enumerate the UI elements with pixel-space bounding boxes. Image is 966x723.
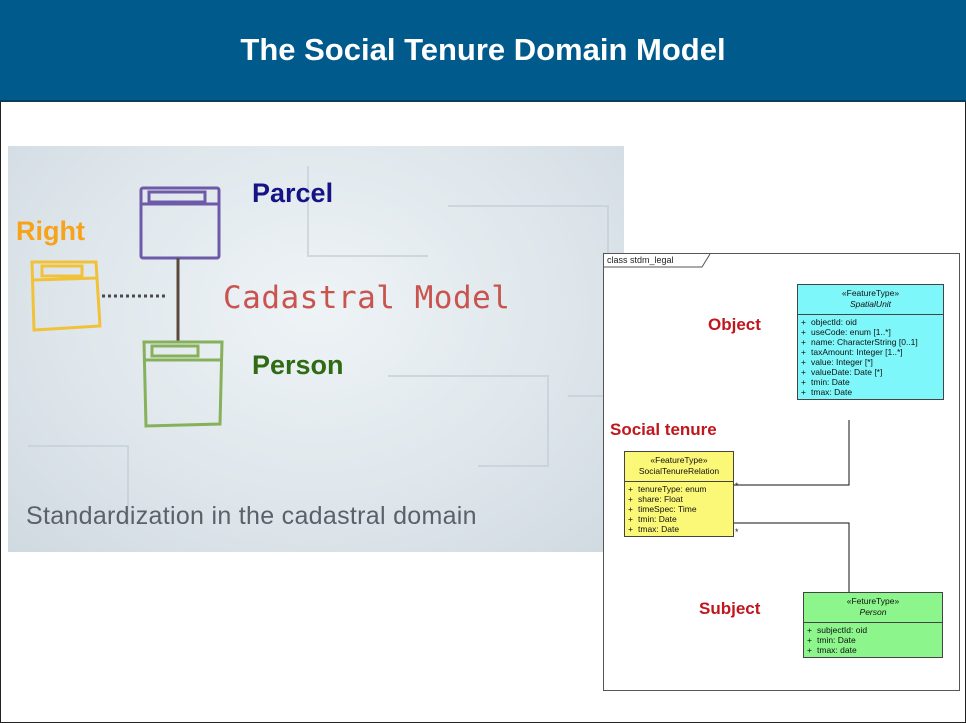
person-label: Person xyxy=(252,350,344,380)
role-social-tenure-label: Social tenure xyxy=(610,420,717,439)
whiteboard-photo: Parcel Right Person Cadastral Model Stan… xyxy=(8,146,624,552)
attribute-visibility: + xyxy=(628,514,633,524)
class-name: Person xyxy=(859,607,887,617)
multiplicity-subject: * xyxy=(735,527,739,537)
attribute-text: name: CharacterString [0..1] xyxy=(811,337,918,347)
parcel-label: Parcel xyxy=(252,178,334,208)
class-header: «FetureType» Person xyxy=(804,593,942,623)
class-attribute: + tmin: Date xyxy=(807,635,939,645)
attribute-list: + tenureType: enum + share: Float + timeSpec:… xyxy=(625,482,733,536)
attribute-visibility: + xyxy=(801,337,806,347)
class-social-tenure-relation: «FeatureType» SocialTenureRelation + tenu… xyxy=(624,451,734,537)
attribute-text: tmax: date xyxy=(817,645,857,655)
class-attribute: + taxAmount: Integer [1..*] xyxy=(801,347,940,357)
association-object-line xyxy=(732,420,850,486)
class-stereotype: «FetureType» xyxy=(846,596,900,606)
multiplicity-object: * xyxy=(735,481,739,491)
attribute-list: + objectId: oid + useCode: enum [1..*] + name… xyxy=(798,315,943,399)
cadastral-model-label: Cadastral Model xyxy=(223,280,511,316)
right-label: Right xyxy=(16,216,85,246)
attribute-visibility: + xyxy=(628,484,633,494)
attribute-visibility: + xyxy=(628,504,633,514)
class-attribute: + share: Float xyxy=(628,494,730,504)
class-attribute: + tmin: Date xyxy=(801,377,940,387)
attribute-visibility: + xyxy=(807,645,812,655)
class-attribute: + valueDate: Date [*] xyxy=(801,367,940,377)
attribute-visibility: + xyxy=(801,387,806,397)
class-attribute: + tmax: date xyxy=(807,645,939,655)
class-spatial-unit: «FeatureType» SpatialUnit + objectId: oid… xyxy=(797,284,944,400)
class-attribute: + tmax: Date xyxy=(628,524,730,534)
class-attribute: + subjectId: oid xyxy=(807,625,939,635)
class-stereotype: «FeatureType» xyxy=(650,455,708,465)
role-subject-label: Subject xyxy=(699,599,761,618)
class-name: SocialTenureRelation xyxy=(638,466,720,476)
slide-title: The Social Tenure Domain Model xyxy=(240,32,726,67)
attribute-text: objectId: oid xyxy=(811,317,857,327)
attribute-visibility: + xyxy=(801,327,806,337)
attribute-text: tmin: Date xyxy=(811,377,850,387)
attribute-text: tmin: Date xyxy=(638,514,677,524)
class-attribute: + name: CharacterString [0..1] xyxy=(801,337,940,347)
attribute-visibility: + xyxy=(628,494,633,504)
class-attribute: + useCode: enum [1..*] xyxy=(801,327,940,337)
class-attribute: + objectId: oid xyxy=(801,317,940,327)
whiteboard-sketch xyxy=(28,166,609,526)
attribute-list: + subjectId: oid + tmin: Date + tmax: date xyxy=(804,623,942,657)
class-stereotype: «FeatureType» xyxy=(841,288,900,298)
attribute-visibility: + xyxy=(807,635,812,645)
association-lines xyxy=(732,420,850,592)
attribute-text: value: Integer [*] xyxy=(811,357,873,367)
attribute-text: tmax: Date xyxy=(811,387,853,397)
attribute-text: subjectId: oid xyxy=(817,625,868,635)
attribute-text: timeSpec: Time xyxy=(638,504,697,514)
class-attribute: + tmax: Date xyxy=(801,387,940,397)
attribute-text: valueDate: Date [*] xyxy=(811,367,883,377)
attribute-text: taxAmount: Integer [1..*] xyxy=(811,347,903,357)
attribute-visibility: + xyxy=(801,357,806,367)
attribute-visibility: + xyxy=(801,347,806,357)
class-attribute: + timeSpec: Time xyxy=(628,504,730,514)
class-header: «FeatureType» SpatialUnit xyxy=(798,285,943,315)
uml-diagram: class stdm_legal * * «FeatureType» Spati… xyxy=(603,253,960,691)
photo-caption: Standardization in the cadastral domain xyxy=(26,502,477,530)
title-bar: The Social Tenure Domain Model xyxy=(0,0,966,102)
association-subject-line xyxy=(732,522,850,592)
class-attribute: + tmin: Date xyxy=(628,514,730,524)
class-person: «FetureType» Person + subjectId: oid + tmin… xyxy=(803,592,943,658)
role-object-label: Object xyxy=(708,315,761,334)
attribute-visibility: + xyxy=(801,377,806,387)
attribute-visibility: + xyxy=(801,367,806,377)
class-attribute: + value: Integer [*] xyxy=(801,357,940,367)
class-header: «FeatureType» SocialTenureRelation xyxy=(625,452,733,482)
attribute-text: useCode: enum [1..*] xyxy=(811,327,891,337)
attribute-visibility: + xyxy=(807,625,812,635)
attribute-text: tmax: Date xyxy=(638,524,680,534)
attribute-text: share: Float xyxy=(638,494,683,504)
attribute-visibility: + xyxy=(801,317,806,327)
attribute-visibility: + xyxy=(628,524,633,534)
attribute-text: tmin: Date xyxy=(817,635,856,645)
diagram-name: class stdm_legal xyxy=(607,255,674,265)
diagram-name-tab xyxy=(604,254,711,268)
attribute-text: tenureType: enum xyxy=(638,484,707,494)
class-attribute: + tenureType: enum xyxy=(628,484,730,494)
class-name: SpatialUnit xyxy=(849,299,892,309)
